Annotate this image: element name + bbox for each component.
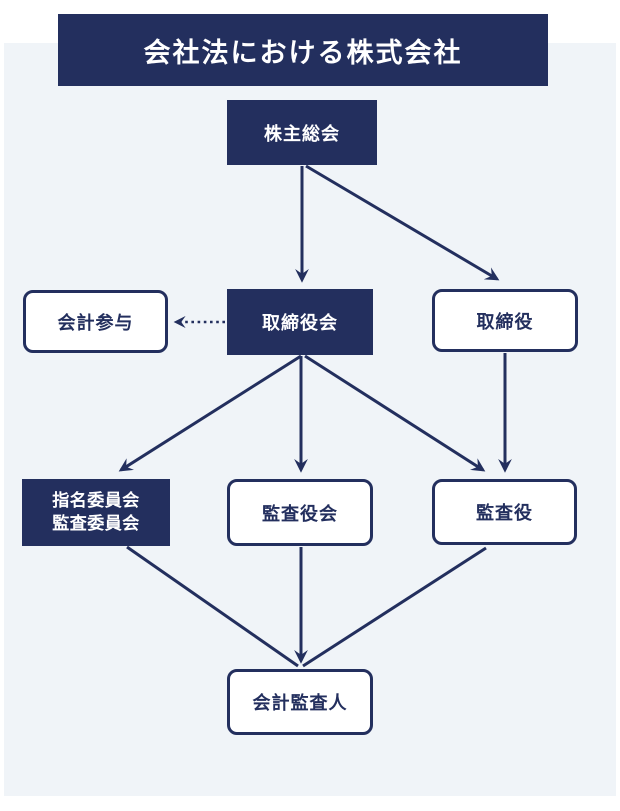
node-auditor: 監査役 <box>432 479 577 545</box>
node-accounting-advisor: 会計参与 <box>23 290 168 353</box>
edge-nominating-committee-to-accounting-auditor <box>126 545 299 668</box>
node-director: 取締役 <box>432 289 578 352</box>
node-nominating-committee-line2: 監査委員会 <box>52 513 140 534</box>
edge-shareholders-meeting-to-director <box>305 164 500 281</box>
node-board-of-auditors: 監査役会 <box>227 479 373 546</box>
edge-auditor-to-accounting-auditor <box>302 546 487 668</box>
node-nominating-audit-committee: 指名委員会 監査委員会 <box>22 479 170 546</box>
node-accounting-auditor: 会計監査人 <box>227 669 373 735</box>
edge-board-of-directors-to-auditor <box>304 354 486 472</box>
edge-board-of-directors-to-nominating-committee <box>118 354 302 472</box>
diagram-title: 会社法における株式会社 <box>58 14 548 86</box>
node-nominating-committee-line1: 指名委員会 <box>52 491 140 512</box>
node-board-of-directors: 取締役会 <box>227 289 373 355</box>
node-shareholders-meeting: 株主総会 <box>227 100 377 165</box>
